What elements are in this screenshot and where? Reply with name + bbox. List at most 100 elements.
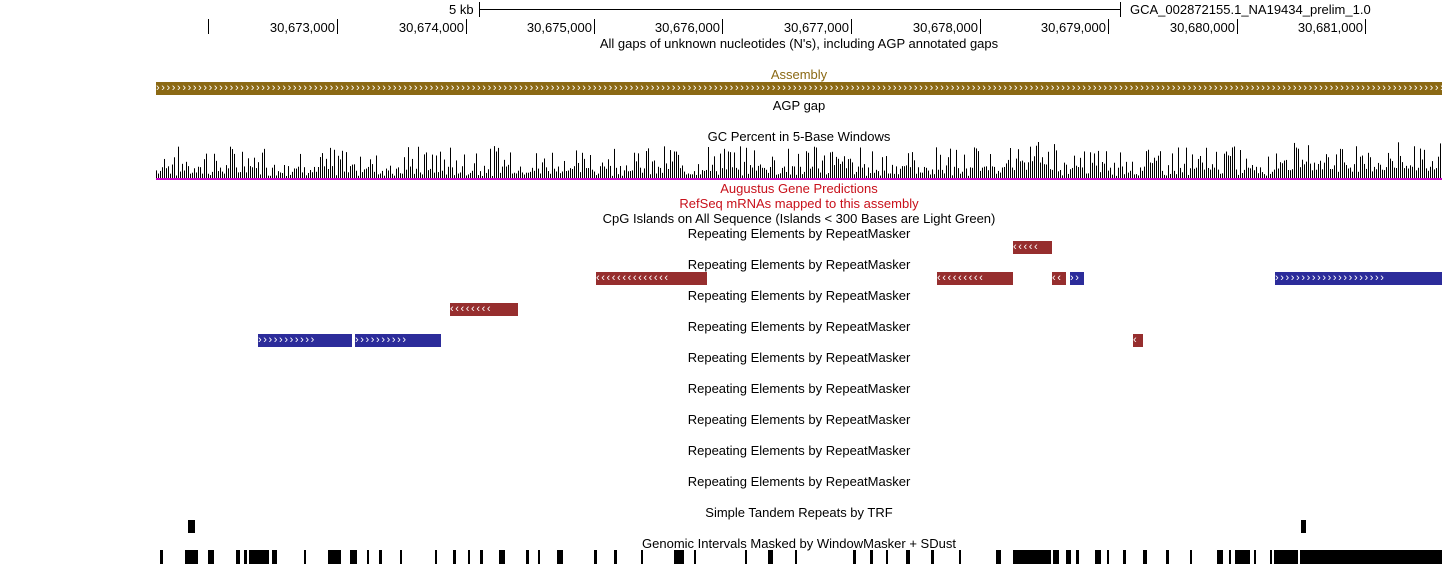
masked-interval[interactable] xyxy=(1095,550,1101,564)
masked-interval[interactable] xyxy=(1270,550,1272,564)
masked-interval[interactable] xyxy=(853,550,856,564)
repeat-element[interactable]: ‹ xyxy=(1133,334,1143,347)
repeat-element[interactable]: ‹‹‹‹‹‹‹‹ xyxy=(450,303,518,316)
gc-bar xyxy=(1200,155,1201,178)
masked-interval[interactable] xyxy=(1107,550,1109,564)
masked-interval[interactable] xyxy=(641,550,643,564)
masked-interval[interactable] xyxy=(453,550,456,564)
gc-bar xyxy=(528,172,529,178)
masked-interval[interactable] xyxy=(1166,550,1169,564)
ruler-position-label: 30,678,000 xyxy=(912,20,978,35)
masked-interval[interactable] xyxy=(185,550,198,564)
repeat-element[interactable]: ‹‹‹‹‹‹‹‹‹ xyxy=(937,272,1013,285)
masked-interval[interactable] xyxy=(435,550,437,564)
masked-interval[interactable] xyxy=(400,550,402,564)
masked-interval[interactable] xyxy=(480,550,483,564)
masked-interval[interactable] xyxy=(1123,550,1126,564)
gc-bar xyxy=(1398,142,1399,178)
masked-interval[interactable] xyxy=(304,550,306,564)
repeat-element[interactable]: ››››››››››››››››››››› xyxy=(1275,272,1442,285)
gc-bar xyxy=(1042,157,1043,178)
masked-interval[interactable] xyxy=(526,550,529,564)
masked-interval[interactable] xyxy=(614,550,617,564)
masked-interval[interactable] xyxy=(795,550,797,564)
masked-interval[interactable] xyxy=(557,550,563,564)
masked-interval[interactable] xyxy=(249,550,269,564)
gc-bar xyxy=(536,153,537,178)
masked-interval[interactable] xyxy=(1066,550,1071,564)
masked-interval[interactable] xyxy=(208,550,214,564)
gc-bar xyxy=(1284,160,1285,178)
track-label-gc-percent[interactable]: GC Percent in 5-Base Windows xyxy=(707,129,891,144)
masked-interval[interactable] xyxy=(468,550,470,564)
masked-interval[interactable] xyxy=(499,550,505,564)
masked-interval[interactable] xyxy=(674,550,684,564)
masked-interval[interactable] xyxy=(244,550,247,564)
masked-interval[interactable] xyxy=(594,550,597,564)
track-label-repeatmasker[interactable]: Repeating Elements by RepeatMasker xyxy=(687,257,911,272)
track-label-cpg-islands[interactable]: CpG Islands on All Sequence (Islands < 3… xyxy=(602,211,996,226)
masked-interval[interactable] xyxy=(328,550,341,564)
track-label-refseq[interactable]: RefSeq mRNAs mapped to this assembly xyxy=(679,196,919,211)
masked-interval[interactable] xyxy=(768,550,773,564)
repeat-element[interactable]: ›››››››››› xyxy=(355,334,441,347)
gc-bar xyxy=(574,166,575,178)
gc-bar xyxy=(426,152,427,178)
track-label-repeatmasker[interactable]: Repeating Elements by RepeatMasker xyxy=(687,443,911,458)
masked-interval[interactable] xyxy=(1143,550,1147,564)
masked-interval[interactable] xyxy=(1076,550,1079,564)
repeat-element[interactable]: ››››››››››› xyxy=(258,334,352,347)
track-label-agp-gap[interactable]: AGP gap xyxy=(772,98,826,113)
tandem-repeat[interactable] xyxy=(1301,520,1306,533)
track-label-augustus[interactable]: Augustus Gene Predictions xyxy=(720,181,878,196)
track-label-repeatmasker[interactable]: Repeating Elements by RepeatMasker xyxy=(687,226,911,241)
masked-interval[interactable] xyxy=(1229,550,1231,564)
masked-interval[interactable] xyxy=(870,550,873,564)
masked-interval[interactable] xyxy=(1274,550,1298,564)
masked-interval[interactable] xyxy=(379,550,382,564)
track-label-repeatmasker[interactable]: Repeating Elements by RepeatMasker xyxy=(687,412,911,427)
masked-interval[interactable] xyxy=(906,550,910,564)
masked-interval[interactable] xyxy=(538,550,540,564)
masked-interval[interactable] xyxy=(1013,550,1051,564)
tandem-repeat[interactable] xyxy=(188,520,195,533)
masked-interval[interactable] xyxy=(1300,550,1442,564)
masked-interval[interactable] xyxy=(236,550,240,564)
gc-bar xyxy=(1400,155,1401,178)
gc-bar xyxy=(1432,161,1433,178)
track-label-windowmasker[interactable]: Genomic Intervals Masked by WindowMasker… xyxy=(642,536,956,551)
gc-bar xyxy=(952,175,953,178)
repeat-element[interactable]: ›› xyxy=(1070,272,1084,285)
track-label-assembly[interactable]: Assembly xyxy=(770,67,828,82)
assembly-bar[interactable]: ››››››››››››››››››››››››››››››››››››››››… xyxy=(156,82,1442,95)
track-label-repeatmasker[interactable]: Repeating Elements by RepeatMasker xyxy=(687,319,911,334)
masked-interval[interactable] xyxy=(160,550,163,564)
track-label-repeatmasker[interactable]: Repeating Elements by RepeatMasker xyxy=(687,350,911,365)
repeat-element[interactable]: ‹‹‹‹‹‹‹‹‹‹‹‹‹‹ xyxy=(596,272,707,285)
masked-interval[interactable] xyxy=(367,550,369,564)
masked-interval[interactable] xyxy=(996,550,1001,564)
repeat-element[interactable]: ‹‹ xyxy=(1052,272,1066,285)
masked-interval[interactable] xyxy=(959,550,961,564)
repeat-element[interactable]: ‹‹‹‹‹ xyxy=(1013,241,1052,254)
track-label-repeatmasker[interactable]: Repeating Elements by RepeatMasker xyxy=(687,288,911,303)
masked-interval[interactable] xyxy=(272,550,277,564)
masked-interval[interactable] xyxy=(886,550,888,564)
masked-interval[interactable] xyxy=(694,550,696,564)
masked-interval[interactable] xyxy=(1053,550,1059,564)
track-label-repeatmasker[interactable]: Repeating Elements by RepeatMasker xyxy=(687,474,911,489)
track-label-repeatmasker[interactable]: Repeating Elements by RepeatMasker xyxy=(687,381,911,396)
gc-bar xyxy=(1370,157,1371,178)
masked-interval[interactable] xyxy=(1235,550,1250,564)
gc-percent-wiggle[interactable] xyxy=(156,142,1442,182)
masked-interval[interactable] xyxy=(1254,550,1256,564)
masked-interval[interactable] xyxy=(745,550,747,564)
masked-interval[interactable] xyxy=(931,550,934,564)
track-label-gap[interactable]: All gaps of unknown nucleotides (N's), i… xyxy=(599,36,999,51)
masked-interval[interactable] xyxy=(350,550,357,564)
gc-bar xyxy=(1258,173,1259,178)
track-label-simple-repeats[interactable]: Simple Tandem Repeats by TRF xyxy=(705,505,893,520)
masked-interval[interactable] xyxy=(1217,550,1223,564)
gc-bar xyxy=(866,175,867,178)
masked-interval[interactable] xyxy=(1190,550,1192,564)
